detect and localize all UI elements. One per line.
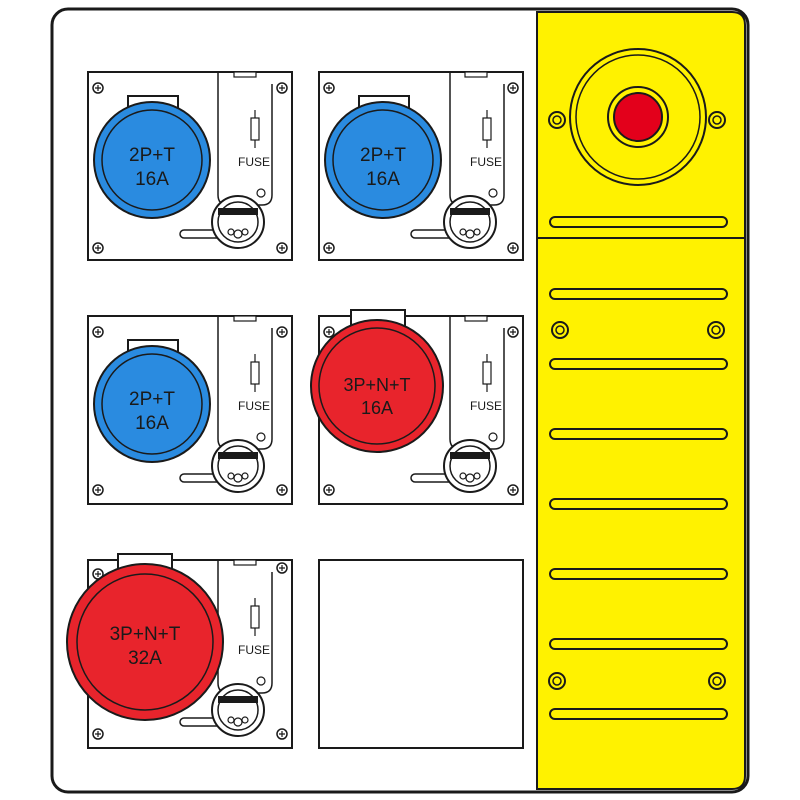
socket-5[interactable]: 3P+N+T 32A — [66, 553, 224, 721]
vent-slot — [549, 498, 728, 510]
screw-icon — [276, 562, 288, 574]
socket-label-type: 2P+T — [360, 145, 406, 166]
socket-label-type: 3P+N+T — [110, 624, 181, 645]
fuse-icon — [482, 354, 492, 392]
screw-icon — [323, 484, 335, 496]
fuse-icon — [250, 110, 260, 148]
vent-slot — [549, 638, 728, 650]
fuse-icon — [250, 354, 260, 392]
socket-module-4: FUSE 3P+N+T 16A — [310, 309, 524, 505]
socket-2[interactable]: 2P+T 16A — [324, 95, 442, 219]
yellow-panel-bottom — [536, 237, 746, 790]
fuse-icon — [482, 110, 492, 148]
screw-icon — [276, 484, 288, 496]
vent-slot — [549, 358, 728, 370]
screw-icon — [92, 326, 104, 338]
fuse-icon — [250, 598, 260, 636]
socket-label-rating: 16A — [135, 413, 169, 434]
screw-icon — [276, 728, 288, 740]
socket-label-rating: 16A — [361, 398, 393, 418]
rotary-breaker-icon[interactable] — [410, 195, 497, 249]
rotary-breaker-icon[interactable] — [410, 439, 497, 493]
vent-slot — [549, 428, 728, 440]
socket-module-5: FUSE 3P+N+T 32A — [66, 553, 293, 749]
screw-icon — [507, 326, 519, 338]
screw-icon — [92, 728, 104, 740]
screw-icon — [92, 82, 104, 94]
screw-icon — [323, 242, 335, 254]
screw-icon — [507, 242, 519, 254]
socket-label-type: 3P+N+T — [343, 375, 410, 395]
screw-icon — [323, 326, 335, 338]
screw-icon — [92, 242, 104, 254]
screw-icon — [323, 82, 335, 94]
fuse-label: FUSE — [470, 399, 502, 413]
socket-4[interactable]: 3P+N+T 16A — [310, 309, 444, 453]
screw-icon — [708, 672, 726, 690]
screw-icon — [92, 484, 104, 496]
fuse-label: FUSE — [470, 155, 502, 169]
rotary-breaker-icon[interactable] — [179, 195, 265, 249]
fuse-label: FUSE — [238, 643, 270, 657]
emergency-stop-button-icon[interactable] — [569, 48, 707, 186]
screw-icon — [708, 111, 726, 129]
yellow-panel — [536, 11, 746, 790]
blank-plate — [318, 559, 524, 749]
socket-1[interactable]: 2P+T 16A — [93, 95, 211, 219]
socket-label-rating: 32A — [128, 648, 162, 669]
screw-icon — [551, 321, 569, 339]
vent-slot — [549, 568, 728, 580]
screw-icon — [548, 111, 566, 129]
socket-label-type: 2P+T — [129, 145, 175, 166]
socket-module-2: FUSE 2P+T 16A — [318, 71, 524, 261]
vent-slot — [549, 288, 728, 300]
screw-icon — [707, 321, 725, 339]
vent-slot — [549, 216, 728, 228]
screw-icon — [276, 242, 288, 254]
socket-label-type: 2P+T — [129, 389, 175, 410]
screw-icon — [507, 82, 519, 94]
socket-label-rating: 16A — [366, 169, 400, 190]
vent-slot — [549, 708, 728, 720]
socket-module-3: FUSE 2P+T 16A — [87, 315, 293, 505]
screw-icon — [548, 672, 566, 690]
socket-label-rating: 16A — [135, 169, 169, 190]
screw-icon — [276, 82, 288, 94]
socket-module-1: FUSE 2P+T 16A — [87, 71, 293, 261]
fuse-label: FUSE — [238, 155, 270, 169]
screw-icon — [507, 484, 519, 496]
socket-3[interactable]: 2P+T 16A — [93, 339, 211, 463]
rotary-breaker-icon[interactable] — [179, 683, 265, 737]
rotary-breaker-icon[interactable] — [179, 439, 265, 493]
screw-icon — [276, 326, 288, 338]
fuse-label: FUSE — [238, 399, 270, 413]
